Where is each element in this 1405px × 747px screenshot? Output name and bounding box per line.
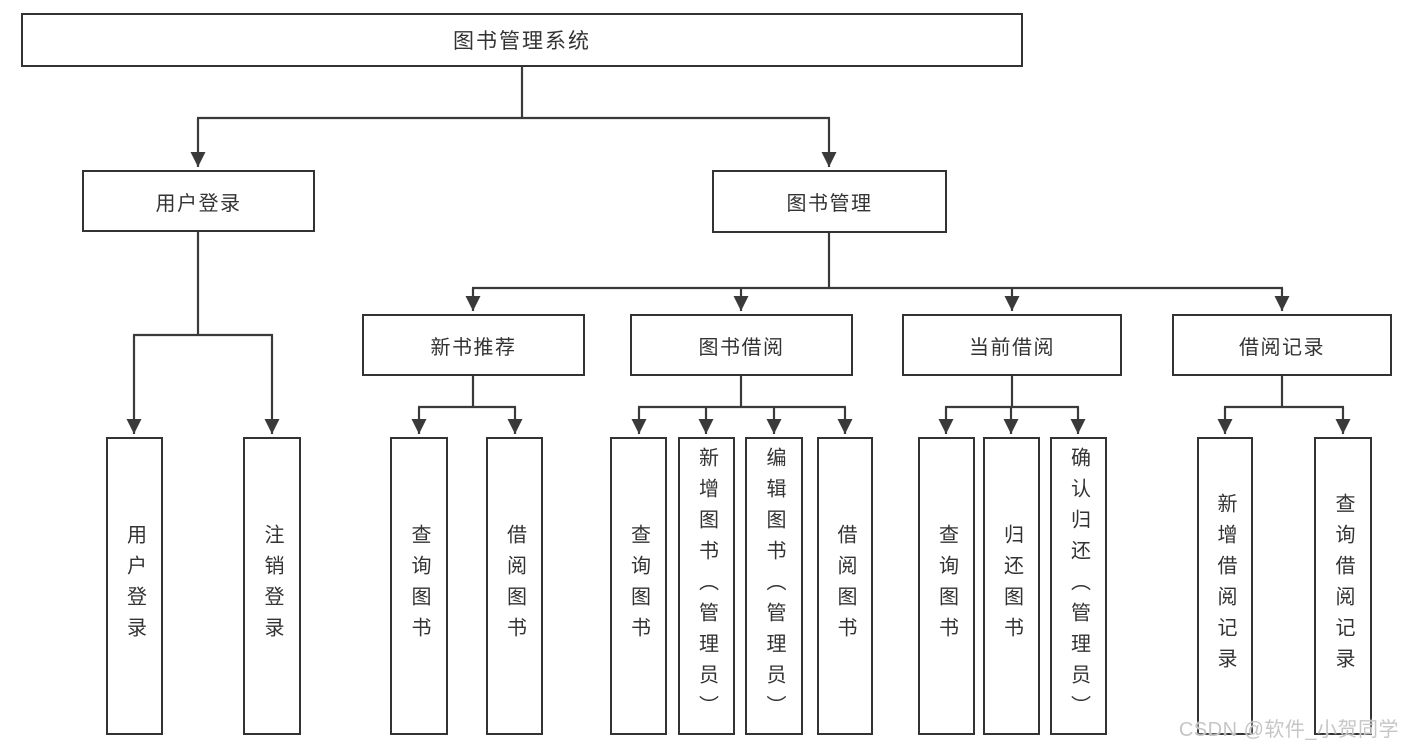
watermark: CSDN @软件_小贺同学 [1178,719,1399,741]
node-book-borrow: 图书借阅 [630,314,853,376]
leaf-query-book-2: 查询图书 [610,437,667,735]
node-root: 图书管理系统 [21,13,1023,67]
leaf-user-login: 用户登录 [106,437,163,735]
leaf-logout: 注销登录 [243,437,301,735]
node-user-login: 用户登录 [82,170,315,232]
node-borrow-records: 借阅记录 [1172,314,1392,376]
leaf-query-borrow-record: 查询借阅记录 [1314,437,1372,735]
leaf-borrow-book-2: 借阅图书 [817,437,873,735]
leaf-edit-book-admin: 编辑图书（管理员） [745,437,803,735]
node-book-management: 图书管理 [712,170,947,233]
node-current-borrow: 当前借阅 [902,314,1122,376]
leaf-add-book-admin: 新增图书（管理员） [678,437,735,735]
leaf-borrow-book-1: 借阅图书 [486,437,543,735]
leaf-add-borrow-record: 新增借阅记录 [1197,437,1253,735]
leaf-confirm-return-admin: 确认归还（管理员） [1050,437,1107,735]
leaf-query-book-3: 查询图书 [918,437,975,735]
node-new-book-recommend: 新书推荐 [362,314,585,376]
leaf-query-book-1: 查询图书 [390,437,448,735]
leaf-return-book: 归还图书 [983,437,1040,735]
